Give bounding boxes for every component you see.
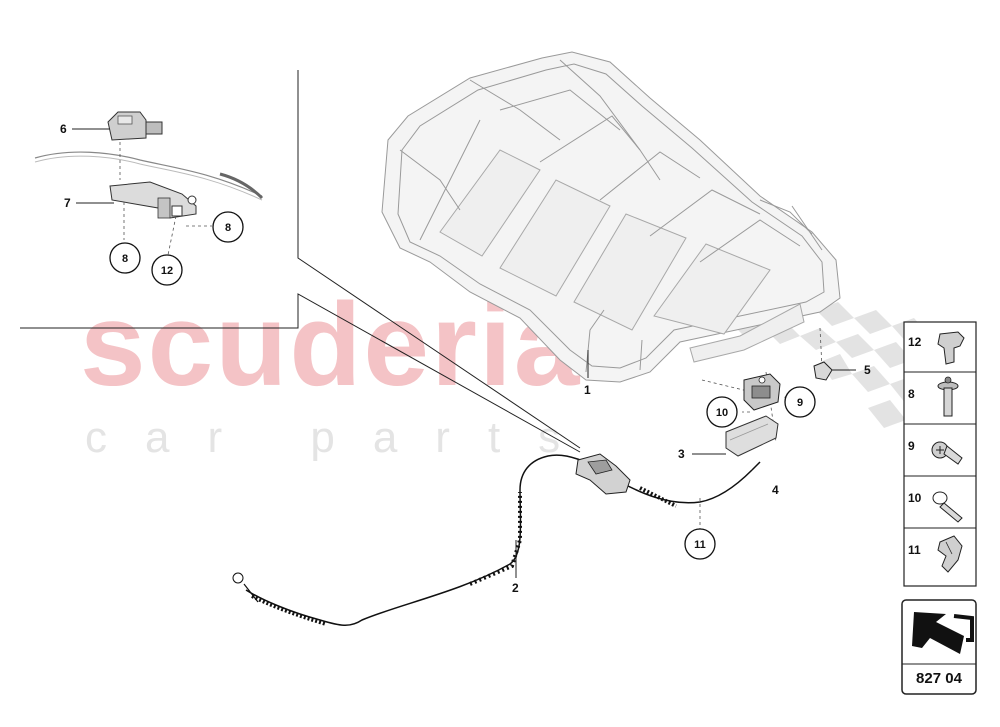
svg-text:12: 12 (908, 335, 922, 349)
svg-text:4: 4 (772, 483, 779, 497)
svg-text:1: 1 (584, 383, 591, 397)
svg-text:8: 8 (908, 387, 915, 401)
lid-panel-left (439, 149, 541, 257)
callout-9: 9 (784, 386, 816, 418)
svg-text:10: 10 (716, 407, 728, 419)
callout-12: 12 (151, 254, 183, 286)
legend-row-11: 11 (908, 535, 963, 573)
svg-text:10: 10 (908, 491, 922, 505)
bolt-icon (937, 376, 959, 417)
svg-text:6: 6 (60, 122, 67, 136)
legend-row-12: 12 (908, 331, 965, 365)
bracket (109, 181, 197, 219)
stud-icon (932, 491, 963, 523)
lid-panel-center (499, 179, 611, 297)
latch-cover (725, 415, 779, 457)
svg-text:9: 9 (797, 397, 803, 409)
callout-10: 10 (706, 396, 738, 428)
legend-row-10: 10 (908, 491, 963, 523)
svg-text:11: 11 (908, 543, 921, 557)
lid-panel-edge (689, 303, 805, 363)
striker (813, 361, 833, 381)
callout-3: 3 (678, 447, 685, 461)
legend-row-9: 9 (908, 439, 963, 465)
svg-text:12: 12 (161, 265, 173, 277)
screw-icon (931, 441, 963, 465)
svg-text:2: 2 (512, 581, 519, 595)
svg-text:8: 8 (225, 222, 231, 234)
callout-11: 11 (684, 528, 716, 560)
callout-2: 2 (512, 581, 519, 595)
svg-text:3: 3 (678, 447, 685, 461)
lid-panel-rear (653, 243, 771, 335)
release-cable (232, 453, 761, 626)
svg-text:7: 7 (64, 196, 71, 210)
retainer-clip-icon (937, 535, 963, 573)
lid-panel-right (573, 213, 687, 331)
callout-5: 5 (864, 363, 871, 377)
callout-7: 7 (64, 196, 114, 210)
legend-row-8: 8 (908, 376, 959, 417)
inset-detail (34, 111, 264, 256)
svg-text:5: 5 (864, 363, 871, 377)
cable-leaders (515, 498, 701, 578)
inset-frame (20, 70, 581, 453)
figure-code-box: 827 04 (901, 599, 977, 695)
callout-6: 6 (60, 122, 110, 136)
fastener-legend: 12 8 9 10 (903, 321, 977, 587)
callout-4: 4 (772, 483, 779, 497)
lock-actuator (107, 111, 163, 141)
callout-8a: 8 (212, 211, 244, 243)
latch (743, 373, 781, 411)
watermark-subtitle: car parts (85, 413, 598, 462)
push-clip-icon (937, 331, 965, 365)
svg-text:8: 8 (122, 253, 128, 265)
engine-lid (381, 51, 841, 383)
svg-text:11: 11 (694, 539, 706, 551)
direction-arrow-icon (912, 612, 974, 654)
callout-1: 1 (584, 383, 591, 397)
figure-code: 827 04 (916, 670, 963, 687)
svg-text:9: 9 (908, 439, 915, 453)
callout-8b: 8 (109, 242, 141, 274)
